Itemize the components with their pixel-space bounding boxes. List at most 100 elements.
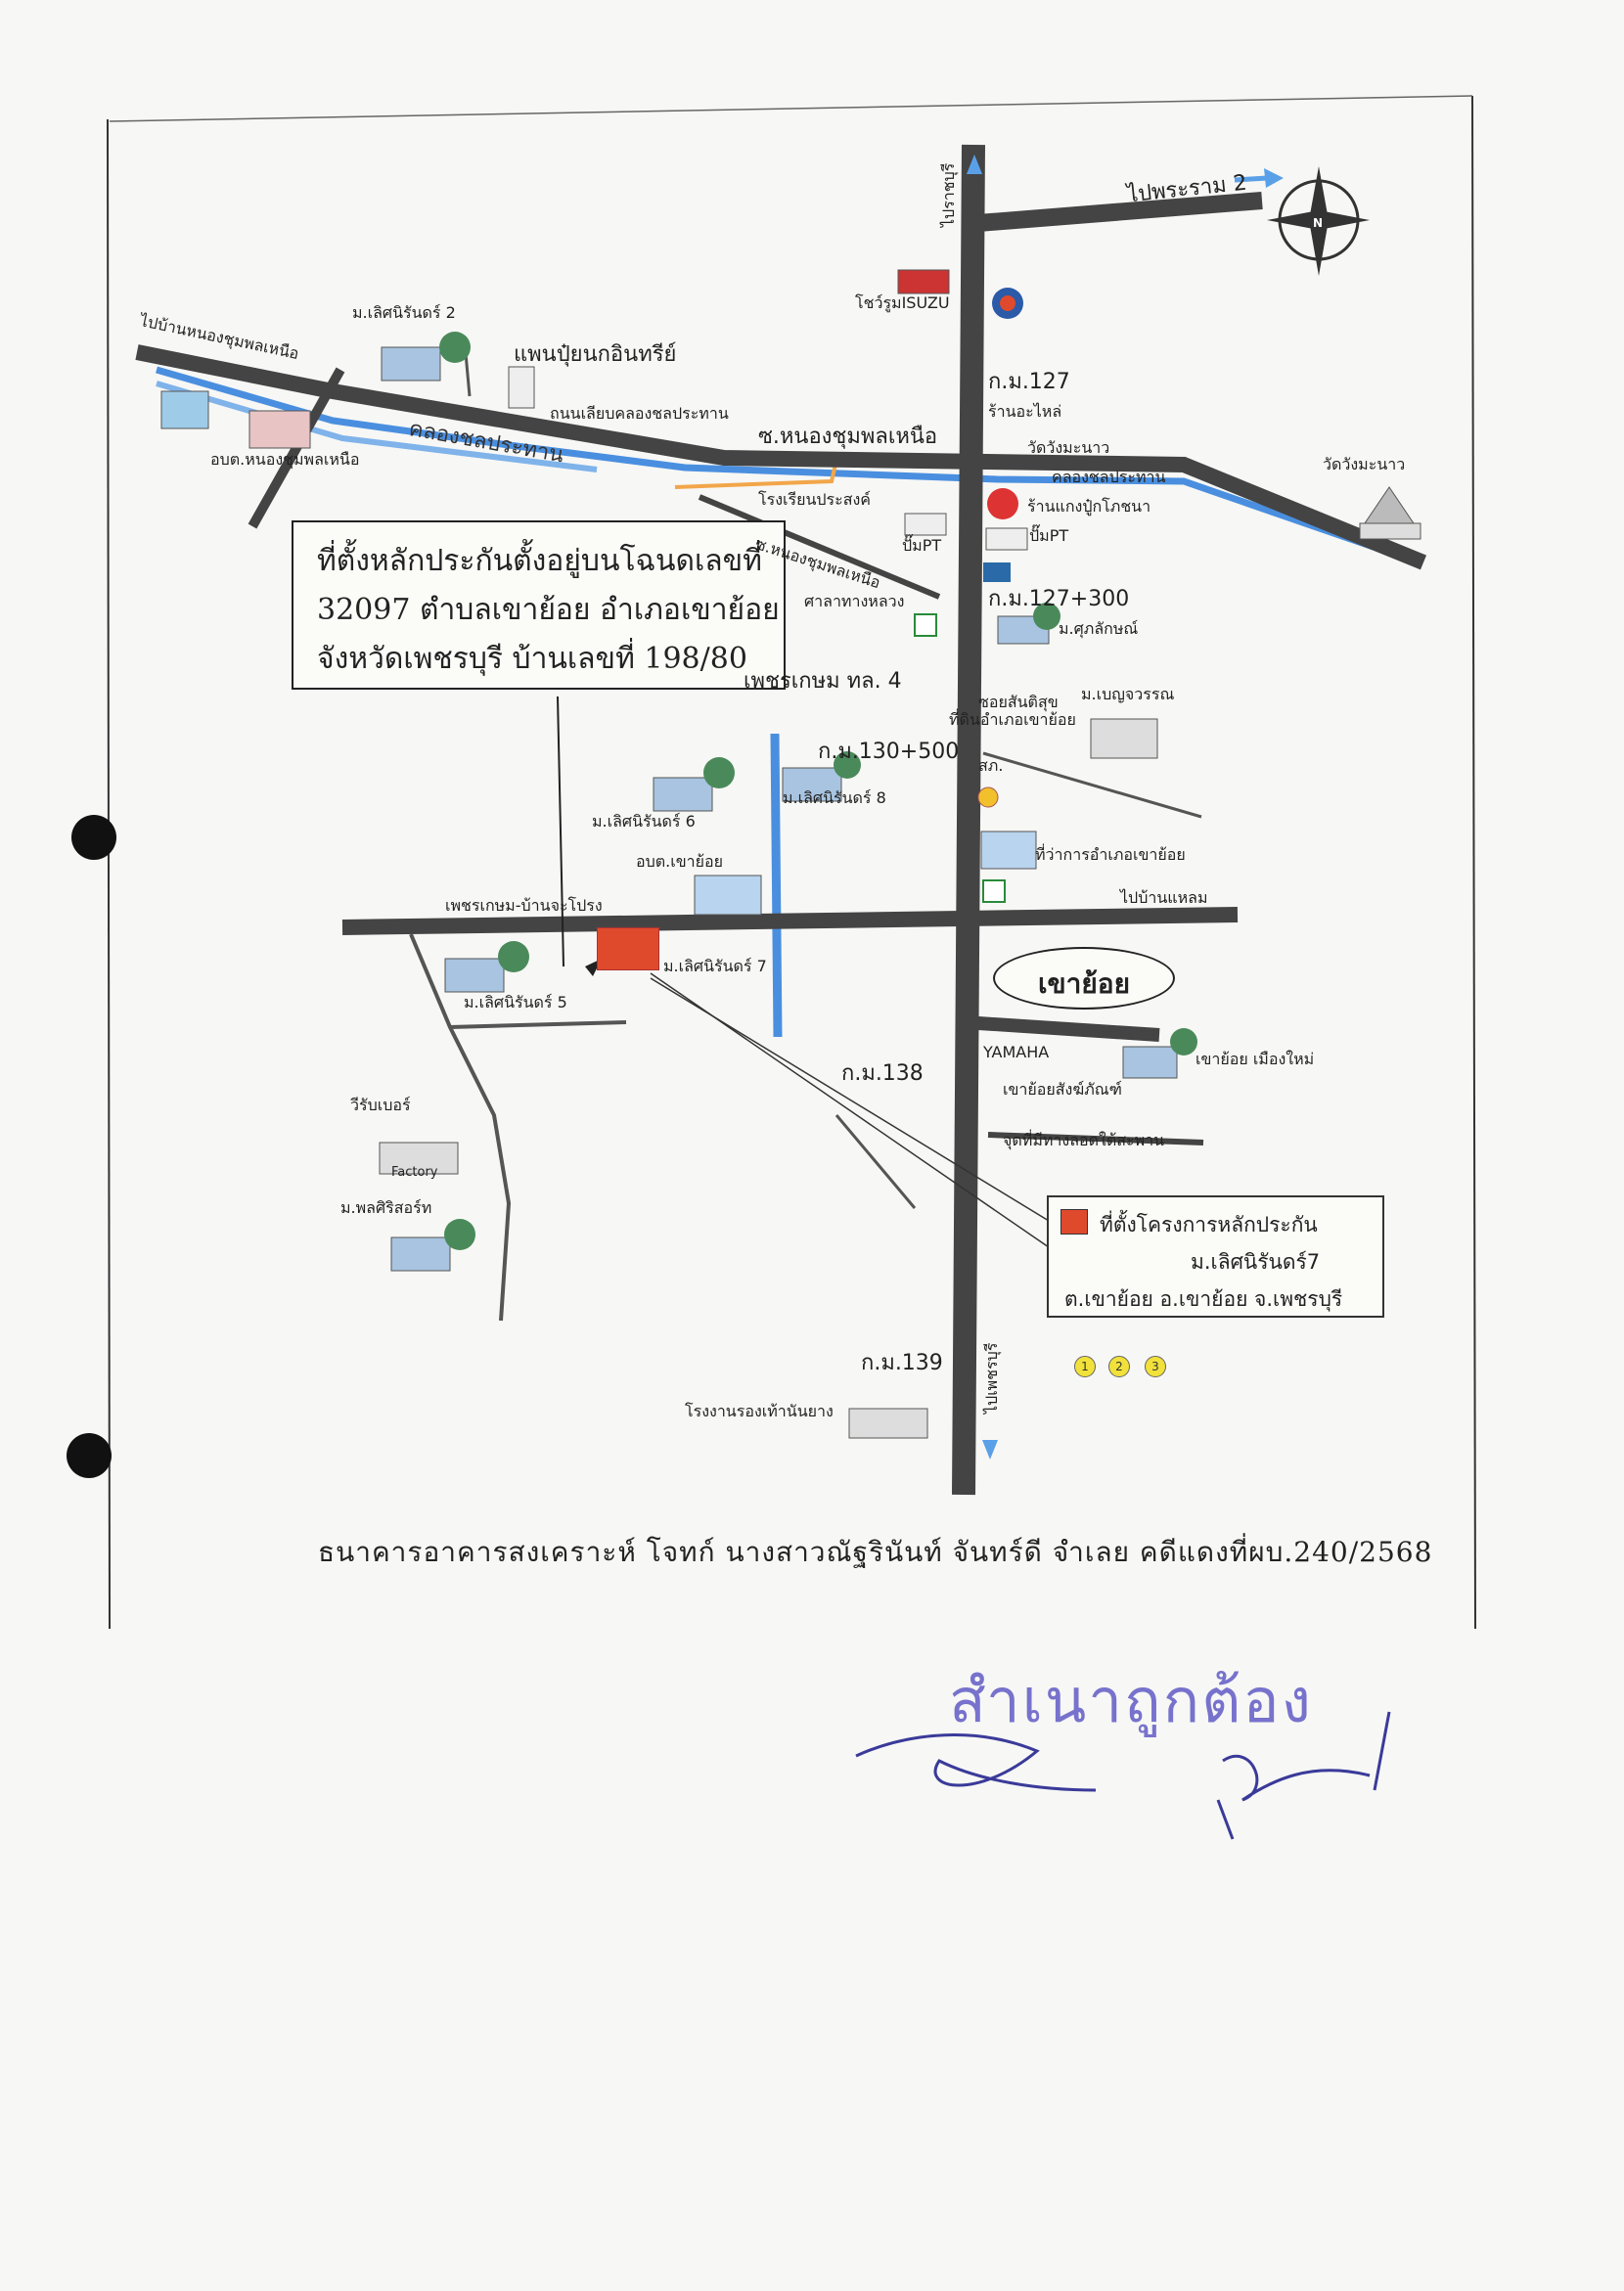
arrow-phraram2-shaft: [1234, 175, 1269, 183]
certified-copy-stamp: สำเนาถูกต้อง: [949, 1665, 1313, 1736]
blue-sign-icon: [983, 562, 1011, 582]
road-main-highway: [952, 144, 985, 1496]
road-soi-nongchum: [698, 494, 941, 600]
road-khaoyoi-side: [977, 1016, 1160, 1042]
label-supalak: ม.ศุภลักษณ์: [1059, 619, 1139, 638]
callout-line-3: จังหวัดเพชรบุรี บ้านเลขที่ 198/80: [317, 642, 747, 676]
pt-pump-icon: [904, 513, 947, 536]
canal-north-west: [156, 381, 598, 472]
callout-line-1: ที่ตั้งหลักประกันตั้งอยู่บนโฉนดเลขที่: [317, 544, 762, 578]
label-soi-nongchum: ซ.หนองชุมพลเหนือ: [758, 425, 938, 449]
legend-line-2: ม.เลิศนิรันดร์7: [1191, 1250, 1321, 1274]
label-sonsanti: ซอยสันติสุข: [978, 693, 1059, 711]
legend-line-1: ที่ตั้งโครงการหลักประกัน: [1100, 1213, 1318, 1236]
housing-khaoyoi-new-icon: [1122, 1028, 1197, 1079]
seven-eleven-2-icon: [982, 879, 1006, 903]
amphoe-office-icon: [980, 831, 1037, 870]
wat-chanapuk-icon: [987, 488, 1018, 519]
label-land-office: ที่ดินอำเภอเขาย้อย: [949, 710, 1076, 729]
label-police: สภ.: [978, 756, 1004, 775]
label-to-north: ไปราชบุรี: [939, 162, 958, 227]
temple-icon: [1359, 486, 1421, 540]
legend-line-3: ต.เขาย้อย อ.เขาย้อย จ.เพชรบุรี: [1064, 1287, 1343, 1311]
marker-coin-2: 2: [1108, 1356, 1130, 1377]
road-lertnirun5: [409, 933, 512, 1322]
label-lertnirun2: ม.เลิศนิรันดร์ 2: [352, 303, 456, 322]
pan-pun-icon: [508, 366, 535, 409]
label-wat-wangmanao-far: วัดวังมะนาว: [1323, 455, 1406, 473]
callout-line-2: 32097 ตำบลเขาย้อย อำเภอเขาย้อย: [317, 593, 780, 627]
road-benjawan: [982, 751, 1202, 819]
pt-station-icon: [992, 288, 1023, 319]
legend-swatch: [1060, 1209, 1088, 1235]
obt-khaoyoi-icon: [694, 875, 762, 916]
case-footer: ธนาคารอาคารสงเคราะห์ โจทก์ นางสาวณัฐรินั…: [318, 1536, 1433, 1568]
signature-icon: [855, 1711, 1391, 1840]
compass-icon: [1267, 166, 1370, 276]
label-canal-east: คลองชลประทาน: [1052, 468, 1166, 486]
building-left-icon: [160, 390, 209, 429]
label-obt-nongchum: อบต.หนองชุมพลเหนือ: [210, 450, 360, 469]
housing-supalak-icon: [997, 603, 1060, 645]
label-khaoyoi-sangkhom: เขาย้อยสังฆ์ภัณฑ์: [1003, 1080, 1122, 1099]
label-factory: Factory: [391, 1165, 438, 1180]
label-lertnirun6: ม.เลิศนิรันดร์ 6: [592, 812, 696, 831]
label-khaoyoi-new: เขาย้อย เมืองใหม่: [1195, 1050, 1315, 1068]
road-nongchum: [135, 344, 1427, 570]
arrow-phraram2-icon: [1264, 168, 1284, 188]
label-school: โรงเรียนประสงค์: [758, 490, 871, 509]
compass-n-label: N: [1313, 216, 1324, 230]
label-wat-wangmanao: วัดวังมะนาว: [1027, 438, 1110, 457]
factory-icon: [379, 1142, 459, 1175]
page-border-top: [109, 95, 1473, 122]
label-km127: ก.ม.127: [988, 370, 1070, 394]
punch-hole-bottom: [67, 1433, 112, 1478]
punch-hole-top: [71, 815, 116, 860]
label-pump-pt-2: ปั๊มPT: [1029, 526, 1069, 545]
label-wat-chanapuk: ร้านแกงปู๋กโภชนา: [1027, 497, 1151, 516]
label-shoe-factory: โรงงานรองเท้านันยาง: [685, 1402, 834, 1420]
collateral-location-marker: [597, 927, 659, 970]
label-benjawan: ม.เบญจวรรณ: [1081, 685, 1175, 703]
label-amphoe-office: ที่ว่าการอำเภอเขาย้อย: [1035, 845, 1186, 864]
label-phetkasem4: เพชรเกษม ทล. 4: [744, 669, 902, 694]
arrow-north-icon: [967, 155, 982, 174]
label-sala: ศาลาทางหลวง: [804, 592, 905, 610]
leader-callout: [557, 696, 564, 967]
label-lertnirun8: ม.เลิศนิรันดร์ 8: [783, 788, 886, 807]
label-rubber: วีรับเบอร์: [350, 1096, 411, 1114]
label-isuzu: โชว์รูมISUZU: [855, 293, 950, 312]
benjawan-house-icon: [1090, 718, 1158, 759]
shoe-factory-icon: [848, 1408, 928, 1439]
label-canal-road: ถนนเลียบคลองชลประทาน: [550, 404, 729, 423]
road-lertnirun5-spur: [449, 1020, 627, 1029]
khaoyoi-place-label: เขาย้อย: [993, 947, 1175, 1010]
label-yamaha: YAMAHA: [983, 1043, 1050, 1061]
label-km130-500: ก.ม.130+500: [818, 740, 960, 764]
housing-lertnirun6-icon: [653, 757, 735, 812]
legend-box: ที่ตั้งโครงการหลักประกัน ม.เลิศนิรันดร์7…: [1047, 1195, 1384, 1318]
road-phetkasem-banchakrong: [341, 907, 1239, 935]
housing-lertnirun2-icon: [381, 332, 471, 382]
page-border-left: [107, 118, 111, 1630]
canal-upper: [156, 366, 1421, 566]
housing-lertnirun5-icon: [444, 941, 529, 993]
label-lertnirun5: ม.เลิศนิรันดร์ 5: [464, 993, 567, 1011]
label-pump-pt: ปั๊มPT: [902, 536, 942, 555]
road-underpass: [987, 1132, 1204, 1146]
arrow-south-icon: [982, 1440, 998, 1460]
khaoyoi-place-text: เขาย้อย: [1037, 967, 1131, 1000]
label-lertnirun7: ม.เลิศนิรันดร์ 7: [663, 957, 767, 975]
police-icon: [977, 786, 999, 808]
marker-coin-1: 1: [1074, 1356, 1096, 1377]
label-spare-shop: ร้านอะไหล่: [988, 402, 1062, 421]
label-obt-khaoyoi: อบต.เขาย้อย: [636, 852, 723, 871]
page-border-right: [1471, 95, 1476, 1630]
marker-coin-3: 3: [1145, 1356, 1166, 1377]
label-to-south: ไปเพชรบุรี: [982, 1342, 1001, 1414]
label-pan-pun: แพนปุ๋ยนกอินทรีย์: [514, 342, 677, 367]
housing-lertnirun8-icon: [782, 751, 861, 802]
seven-eleven-icon: [914, 613, 937, 637]
